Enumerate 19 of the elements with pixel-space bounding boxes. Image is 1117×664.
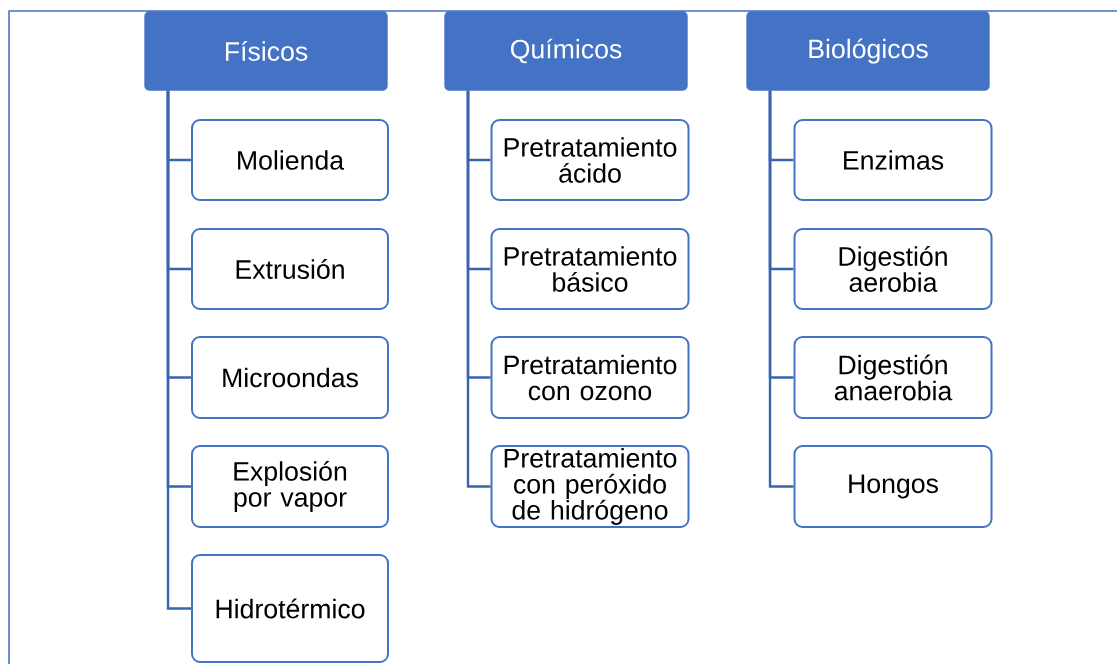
method-box: Pretratamiento con ozono [490, 336, 690, 419]
category-box: Químicos [444, 11, 688, 91]
method-box: Hongos [793, 445, 993, 528]
method-box: Extrusión [191, 228, 389, 310]
connector-line [166, 90, 191, 610]
method-box: Pretratamiento ácido [490, 119, 690, 201]
method-box: Microondas [191, 336, 389, 419]
method-box: Pretratamiento básico [490, 228, 690, 310]
category-box: Físicos [144, 11, 388, 91]
method-box: Pretratamiento con peróxido de hidrógeno [490, 445, 690, 528]
connector-line [466, 90, 491, 488]
method-box: Explosión por vapor [191, 445, 389, 528]
method-box: Enzimas [793, 119, 993, 201]
category-box: Biológicos [746, 11, 990, 91]
method-box: Hidrotérmico [191, 554, 389, 663]
method-box: Digestión aerobia [793, 228, 993, 310]
method-box: Digestión anaerobia [793, 336, 993, 419]
method-box: Molienda [191, 119, 389, 201]
connector-line [768, 90, 794, 488]
